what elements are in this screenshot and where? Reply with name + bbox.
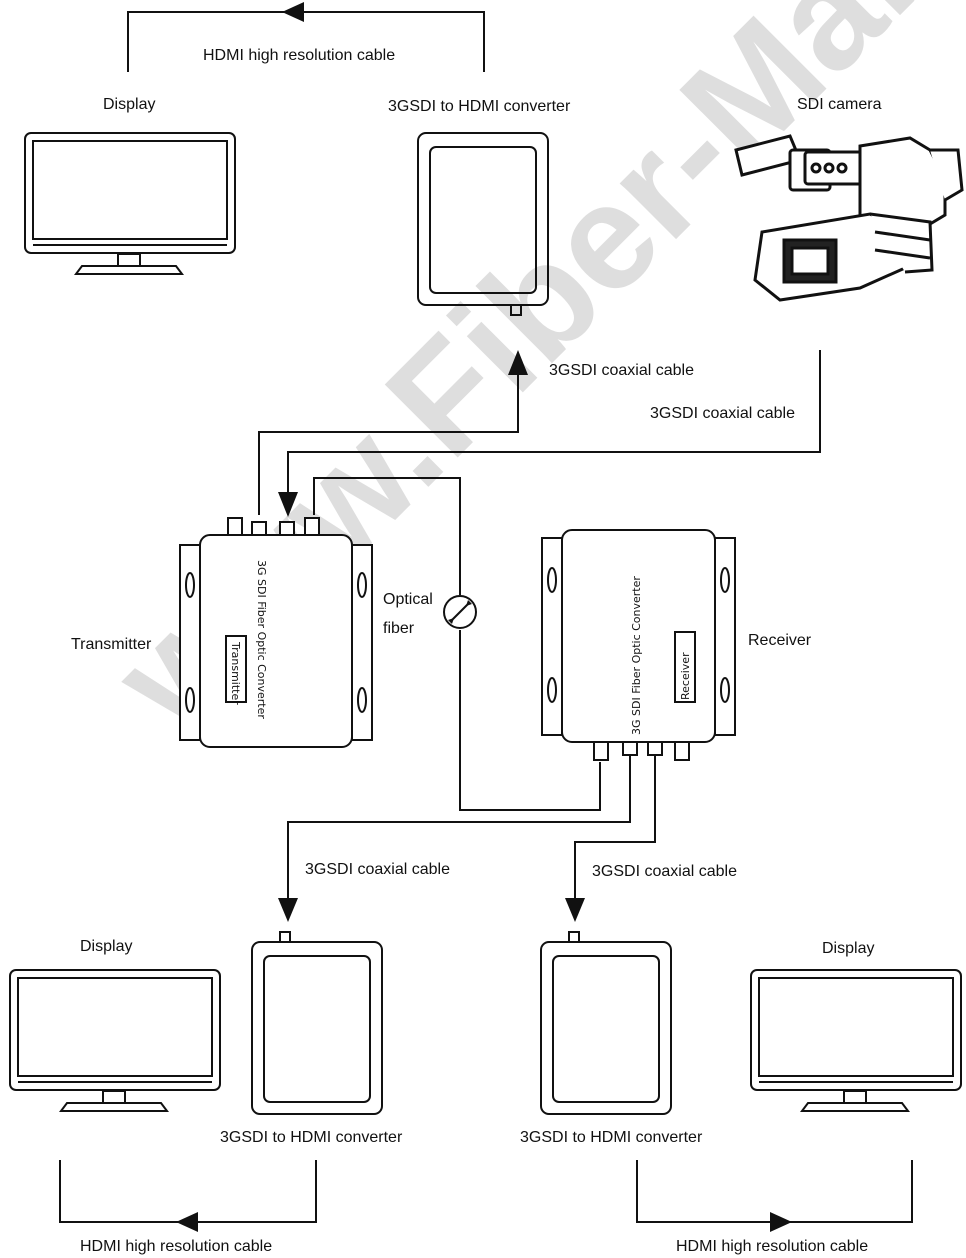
converter-bottom-right-label: 3GSDI to HDMI converter xyxy=(520,1129,703,1146)
converter-top-label: 3GSDI to HDMI converter xyxy=(388,98,571,115)
transmitter-badge: Transmitter xyxy=(229,641,242,705)
transmitter-title: 3G SDI Fiber Optic Converter xyxy=(255,560,268,719)
arrow-left-icon xyxy=(176,1212,198,1232)
display-bottom-right xyxy=(750,969,962,1112)
arrow-down-icon xyxy=(565,898,585,922)
receiver-title: 3G SDI Fiber Optic Converter xyxy=(630,576,643,735)
coax-down-label: 3GSDI coaxial cable xyxy=(650,405,795,422)
coax-up-label: 3GSDI coaxial cable xyxy=(549,362,694,379)
receiver-badge: Receiver xyxy=(679,652,692,700)
converter-bottom-left xyxy=(251,931,383,1115)
arrow-up-icon xyxy=(508,350,528,375)
display-bottom-right-label: Display xyxy=(822,940,875,957)
converter-bottom-left-label: 3GSDI to HDMI converter xyxy=(220,1129,403,1146)
optical-fiber-cable xyxy=(313,477,601,811)
coax-bottom-right-cable xyxy=(574,755,656,900)
receiver-unit xyxy=(541,529,736,761)
hdmi-bottom-left-cable xyxy=(59,1160,317,1223)
converter-top xyxy=(417,132,549,316)
transmitter-label: Transmitter xyxy=(71,636,152,653)
sdi-camera-label: SDI camera xyxy=(797,96,882,113)
transmitter-unit xyxy=(179,517,373,748)
top-hdmi-cable xyxy=(127,11,485,72)
arrow-right-icon xyxy=(770,1212,792,1232)
display-bottom-left-label: Display xyxy=(80,938,133,955)
coax-up-cable xyxy=(258,372,519,515)
display-bottom-left xyxy=(9,969,221,1112)
arrow-down-icon xyxy=(278,898,298,922)
fiber-label: fiber xyxy=(383,620,415,637)
optical-label: Optical xyxy=(383,591,433,608)
arrow-down-icon xyxy=(278,492,298,517)
coax-bottom-left-label: 3GSDI coaxial cable xyxy=(305,861,450,878)
receiver-label: Receiver xyxy=(748,632,812,649)
display-top-label: Display xyxy=(103,96,156,113)
coax-bottom-right-label: 3GSDI coaxial cable xyxy=(592,863,737,880)
display-top xyxy=(24,132,236,275)
arrow-left-icon xyxy=(282,2,304,22)
hdmi-bottom-right-cable xyxy=(636,1160,913,1223)
fiber-coupler-icon xyxy=(443,595,477,629)
hdmi-bottom-left-label: HDMI high resolution cable xyxy=(80,1238,273,1255)
coax-bottom-left-cable xyxy=(287,755,631,900)
hdmi-bottom-right-label: HDMI high resolution cable xyxy=(676,1238,869,1255)
top-hdmi-label: HDMI high resolution cable xyxy=(203,47,396,64)
sdi-camera-icon xyxy=(734,134,964,302)
coax-down-cable xyxy=(287,350,821,495)
converter-bottom-right xyxy=(540,931,672,1115)
